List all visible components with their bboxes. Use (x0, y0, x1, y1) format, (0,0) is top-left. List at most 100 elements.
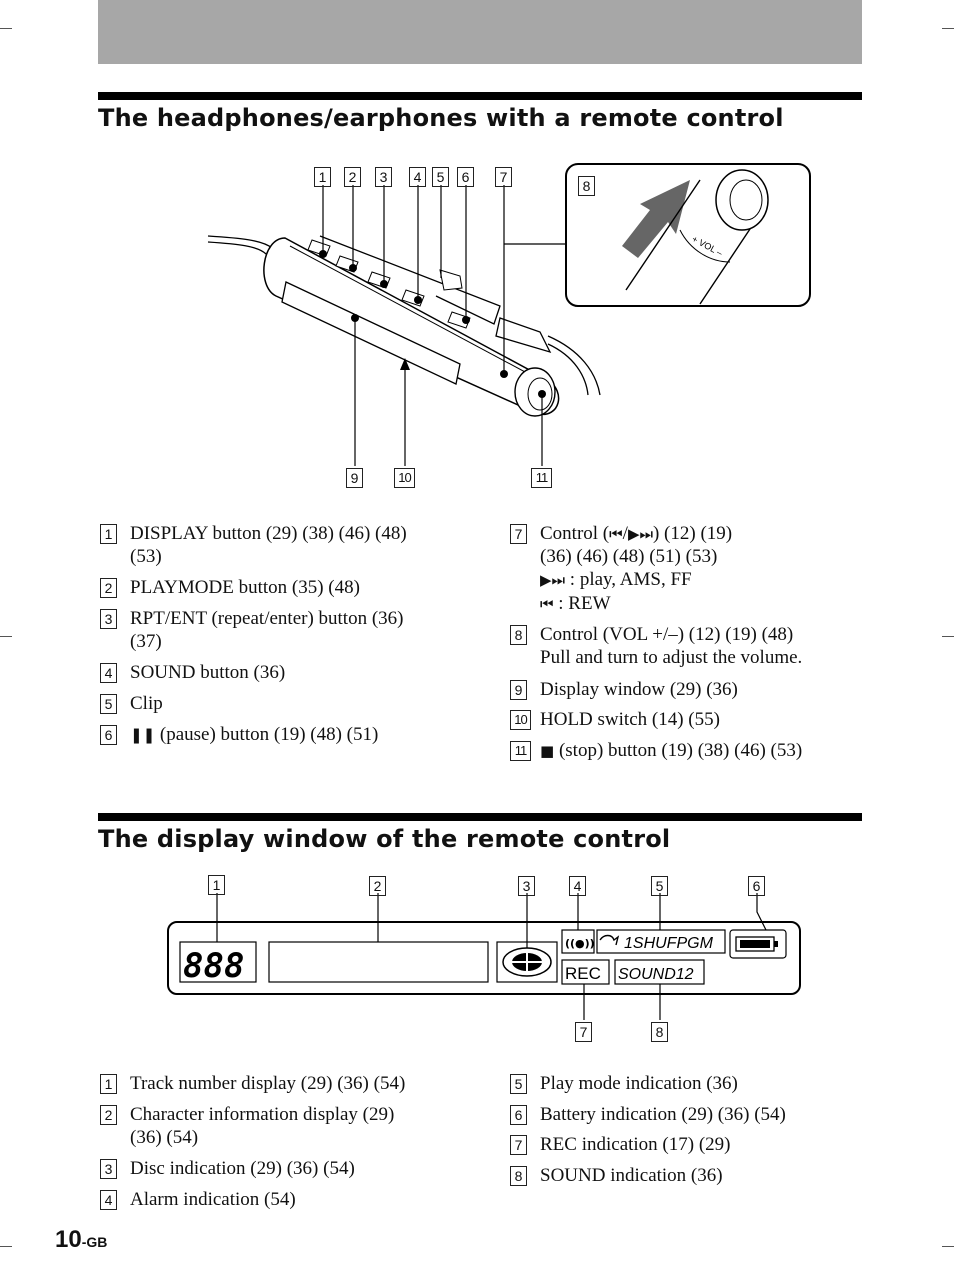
list-item: 8 SOUND indication (36) (510, 1164, 723, 1187)
item-text-cont: (36) (46) (48) (51) (53) (540, 546, 718, 567)
lcd-callout-7: 7 (575, 1022, 592, 1042)
item-text: SOUND indication (36) (540, 1165, 723, 1186)
item-number: 7 (510, 524, 527, 544)
list-item: 3 Disc indication (29) (36) (54) (100, 1157, 355, 1180)
item-number: 10 (510, 710, 531, 730)
item-number: 7 (510, 1135, 527, 1155)
callout-1: 1 (314, 167, 331, 187)
lcd-callout-1: 1 (208, 875, 225, 895)
callout-4: 4 (409, 167, 426, 187)
item-sub-text: : play, AMS, FF (565, 569, 692, 590)
list-item: 11 ■ (stop) button (19) (38) (46) (53) (510, 739, 802, 762)
item-text-cont: (37) (130, 631, 162, 652)
crop-mark (942, 636, 954, 637)
item-text: RPT/ENT (repeat/enter) button (36) (130, 608, 404, 629)
section-rule (98, 813, 862, 821)
list-item: 6 ❚❚ (pause) button (19) (48) (51) (100, 723, 378, 746)
crop-mark (0, 28, 12, 29)
track-number-digits: 888 (183, 946, 244, 986)
item-text-cont: (53) (130, 546, 162, 567)
item-number: 11 (510, 741, 531, 761)
page-number: 10-GB (55, 1226, 107, 1254)
play-next-icon: ▶⏭ (540, 571, 566, 589)
item-text: Control ( (540, 523, 610, 544)
section-rule (98, 92, 862, 100)
header-band (98, 0, 862, 64)
item-number: 6 (510, 1105, 527, 1125)
callout-9: 9 (346, 468, 363, 488)
lcd-callout-5: 5 (651, 876, 668, 896)
list-item: 5 Play mode indication (36) (510, 1072, 738, 1095)
lcd-callout-2: 2 (369, 876, 386, 896)
item-text: Alarm indication (54) (130, 1189, 296, 1210)
sound-text: SOUND12 (618, 966, 694, 983)
item-text: ) (12) (19) (652, 523, 733, 544)
list-item: 1 DISPLAY button (29) (38) (46) (48) (53… (100, 522, 407, 568)
pause-icon: ❚❚ (130, 726, 156, 744)
item-number: 8 (510, 625, 527, 645)
lcd-display-illustration: 888 ((●)) 1SHUFPGM REC SOUND12 (167, 893, 801, 1020)
item-text-cont: Pull and turn to adjust the volume. (540, 647, 803, 668)
item-text: REC indication (17) (29) (540, 1134, 731, 1155)
crop-mark (942, 1246, 954, 1247)
callout-6: 6 (457, 167, 474, 187)
callout-3: 3 (375, 167, 392, 187)
item-sub: ▶⏭ : play, AMS, FF (510, 568, 717, 592)
item-text: PLAYMODE button (35) (48) (130, 577, 360, 598)
list-item: 10 HOLD switch (14) (55) (510, 708, 720, 731)
item-text: (pause) button (19) (48) (51) (159, 724, 379, 745)
item-sub-text: : REW (553, 593, 611, 614)
list-item: 2 Character information display (29) (36… (100, 1103, 394, 1149)
stop-icon: ■ (540, 742, 555, 760)
item-text: Control (VOL +/–) (12) (19) (48) (540, 624, 794, 645)
item-text: DISPLAY button (29) (38) (46) (48) (130, 523, 407, 544)
item-number: 3 (100, 609, 117, 629)
callout-8: 8 (578, 176, 595, 196)
crop-mark (942, 28, 954, 29)
item-number: 2 (100, 1105, 117, 1125)
alarm-indicator: ((●)) (565, 937, 595, 950)
list-item: 3 RPT/ENT (repeat/enter) button (36) (37… (100, 607, 404, 653)
list-item: 4 SOUND button (36) (100, 661, 285, 684)
rec-text: REC (565, 964, 601, 983)
item-sub: ⏮ : REW (510, 592, 717, 616)
item-number: 6 (100, 725, 117, 745)
callout-2: 2 (344, 167, 361, 187)
page-number-value: 10 (55, 1226, 82, 1253)
callout-11: 11 (531, 468, 552, 488)
prev-track-icon: ⏮ (609, 525, 623, 543)
list-item: 4 Alarm indication (54) (100, 1188, 296, 1211)
play-next-icon: ▶⏭ (627, 525, 653, 543)
item-number: 2 (100, 578, 117, 598)
item-text: Disc indication (29) (36) (54) (130, 1158, 355, 1179)
lcd-callout-8: 8 (651, 1022, 668, 1042)
page-number-suffix: -GB (81, 1234, 108, 1250)
item-text-wrap: ■ (stop) button (19) (38) (46) (53) (540, 739, 802, 763)
item-text: Track number display (29) (36) (54) (130, 1073, 406, 1094)
item-text: HOLD switch (14) (55) (540, 709, 720, 730)
item-text: Display window (29) (36) (540, 679, 738, 700)
rewind-icon: ⏮ (540, 595, 554, 613)
list-item: 2 PLAYMODE button (35) (48) (100, 576, 360, 599)
callout-5: 5 (432, 167, 449, 187)
list-item: 7 Control (⏮/▶⏭) (12) (19) (36) (46) (48… (510, 522, 732, 616)
item-text-wrap: Control (⏮/▶⏭) (12) (19) (540, 523, 733, 544)
item-text: Character information display (29) (130, 1104, 395, 1125)
item-number: 5 (510, 1074, 527, 1094)
list-item: 9 Display window (29) (36) (510, 678, 738, 701)
lcd-callout-4: 4 (569, 876, 586, 896)
item-text: SOUND button (36) (130, 662, 286, 683)
section-title: The headphones/earphones with a remote c… (98, 104, 784, 132)
item-number: 3 (100, 1159, 117, 1179)
lcd-callout-6: 6 (748, 876, 765, 896)
list-item: 1 Track number display (29) (36) (54) (100, 1072, 405, 1095)
playmode-text: 1SHUFPGM (624, 935, 714, 952)
item-text: Battery indication (29) (36) (54) (540, 1104, 786, 1125)
item-text-cont: (36) (54) (130, 1127, 199, 1148)
item-number: 1 (100, 1074, 117, 1094)
item-number: 4 (100, 1190, 117, 1210)
section-title: The display window of the remote control (98, 825, 671, 853)
item-text: Clip (130, 693, 163, 714)
item-number: 9 (510, 680, 527, 700)
item-text-wrap: ❚❚ (pause) button (19) (48) (51) (130, 723, 378, 747)
